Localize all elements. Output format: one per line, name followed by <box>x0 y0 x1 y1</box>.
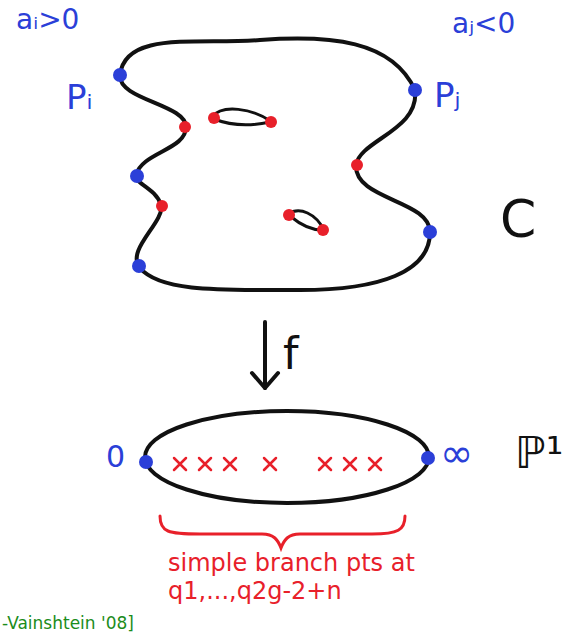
riemann-surface: C <box>110 30 570 322</box>
point-label: Pᵢ <box>66 78 93 117</box>
marked-point <box>408 83 422 97</box>
branch-cross <box>264 458 276 470</box>
pole-point <box>139 455 153 469</box>
ramification-point <box>317 224 329 236</box>
target-name: ℙ¹ <box>515 428 564 479</box>
ramification-point <box>265 116 277 128</box>
annotation: simple branch pts at q1,...,q2g-2+n <box>168 550 448 605</box>
outline <box>100 388 575 513</box>
point-label: ∞ <box>440 430 473 476</box>
ramification-point <box>283 209 295 221</box>
marked-point <box>113 68 127 82</box>
brace <box>160 516 405 548</box>
outline <box>110 30 570 322</box>
sphere-outline <box>145 411 429 503</box>
projective-line: ℙ¹ <box>100 388 575 513</box>
branch-cross <box>369 458 381 470</box>
marked-point <box>423 225 437 239</box>
point-label: Pⱼ <box>434 76 460 115</box>
handle <box>212 109 272 125</box>
branch-cross <box>319 458 331 470</box>
surface-outline <box>120 38 430 290</box>
ramification-point <box>351 159 363 171</box>
branch-cross <box>344 458 356 470</box>
ramification-point <box>179 121 191 133</box>
map-name: f <box>283 329 299 380</box>
pole-point <box>421 451 435 465</box>
branch-cross <box>199 458 211 470</box>
marked-point <box>130 169 144 183</box>
citation: -Vainshtein '08] <box>2 614 134 634</box>
ramification-point <box>156 200 168 212</box>
weight-label: aⱼ<0 <box>452 8 515 40</box>
weight-label: aᵢ>0 <box>16 4 79 36</box>
marked-point <box>132 259 146 273</box>
curve-name: C <box>500 190 536 250</box>
point-label: 0 <box>106 440 125 475</box>
ramification-point <box>208 112 220 124</box>
branch-cross <box>224 458 236 470</box>
map-arrow <box>263 322 267 388</box>
arrow-head <box>252 373 278 388</box>
branch-cross <box>174 458 186 470</box>
